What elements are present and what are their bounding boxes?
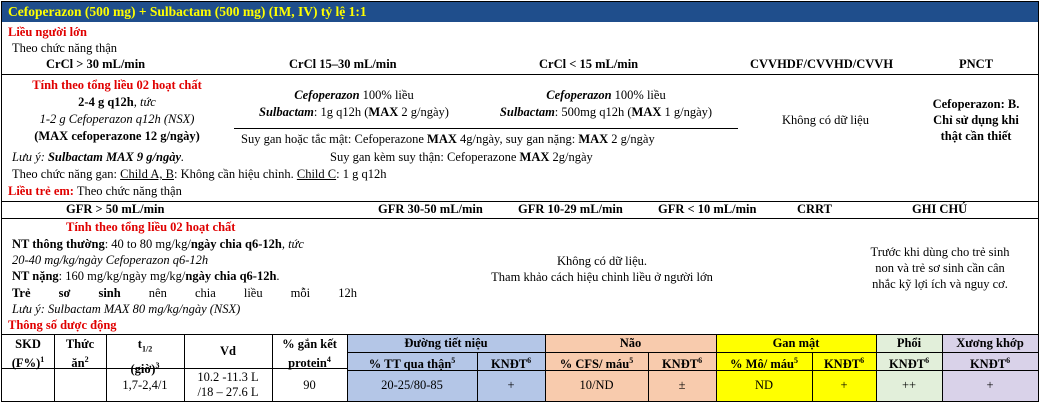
adult-dose: 2-4 g q12h xyxy=(78,95,134,109)
divider xyxy=(347,370,1038,371)
divider xyxy=(2,74,1038,75)
adult-cvvh-no-data: Không có dữ liệu xyxy=(782,113,869,127)
adult-col2: Cefoperazon 100% liều Sulbactam: 1g q12h… xyxy=(259,88,449,119)
pk-renal-kndt: + xyxy=(507,378,515,392)
divider xyxy=(234,128,738,129)
adult-cefoperazon-max: (MAX cefoperazone 12 g/ngày) xyxy=(34,129,200,143)
pk-csf-col: % CFS/ máu5 10/ND xyxy=(545,352,648,401)
pk-header-vd: Vd xyxy=(220,344,236,358)
adult-col1-dose-line: 2-4 g q12h, tức xyxy=(78,95,156,109)
adult-pregnancy: Cefoperazon: B. Chỉ sử dụng khi thật cần… xyxy=(932,97,1020,143)
divider xyxy=(716,334,717,401)
divider xyxy=(106,334,107,401)
adult-hepatic-line1: Suy gan hoặc tắc mật: Cefoperazone MAX 4… xyxy=(241,132,655,146)
pk-renal-kndt-col: KNĐT6 + xyxy=(477,352,545,401)
adult-cefoperazon-dose: 1-2 g Cefoperazon q12h (NSX) xyxy=(39,112,195,126)
child-col-header-3: GFR 10-29 mL/min xyxy=(518,202,623,216)
pk-group-bone: Xương khớp xyxy=(942,335,1038,352)
child-normal-cefoperazon: 20-40 mg/kg/ngày Cefoperazon q6-12h xyxy=(12,253,209,267)
child-newborn-dose: Trẻ sơ sinh nên chia liều mỗi 12h xyxy=(12,286,357,300)
adult-heading: Liều người lớn xyxy=(8,25,88,39)
divider xyxy=(2,334,1038,335)
adult-liver-function: Theo chức năng gan: Child A, B: Không cầ… xyxy=(12,167,387,181)
child-col-header-6: GHI CHÚ xyxy=(912,202,968,216)
divider xyxy=(942,334,943,401)
divider xyxy=(54,334,55,401)
pk-group-lung: Phổi xyxy=(876,335,942,352)
adult-col-header-1: CrCl > 30 mL/min xyxy=(46,57,146,71)
pk-tissue-kndt: + xyxy=(840,378,848,392)
pk-header-skd: SKD (F%)1 xyxy=(11,337,45,371)
child-heading-line: Liều trẻ em: Theo chức năng thận xyxy=(8,184,182,198)
adult-col1-heading: Tính theo tổng liều 02 hoạt chất xyxy=(32,78,202,92)
pk-group-brain: Não xyxy=(545,335,716,352)
pk-tissue-kndt-col: KNĐT6 + xyxy=(812,352,876,401)
pk-vd-value: 10.2 -11.3 L /18 – 27.6 L xyxy=(197,370,259,399)
adult-col-header-4: CVVHDF/CVVHD/CVVH xyxy=(750,57,894,71)
child-col-header-5: CRRT xyxy=(797,202,832,216)
divider xyxy=(812,352,813,401)
pk-protein-value: 90 xyxy=(303,378,316,392)
child-remark: Trước khi dùng cho trẻ sinh non và trẻ s… xyxy=(870,245,1010,291)
divider xyxy=(272,334,273,401)
child-severe-renal: NT nặng: 160 mg/kg/ngày mg/kg/ngày chia … xyxy=(12,269,280,283)
child-col-header-4: GFR < 10 mL/min xyxy=(658,202,757,216)
child-normal-renal: NT thông thường: 40 to 80 mg/kg/ngày chi… xyxy=(12,237,304,251)
pk-heading: Thông số dược động xyxy=(8,318,117,332)
child-col-header-1: GFR > 50 mL/min xyxy=(66,202,165,216)
pk-group-liver: Gan mật xyxy=(716,335,876,352)
child-no-data: Không có dữ liệu. Tham khảo cách hiệu ch… xyxy=(491,254,713,284)
divider xyxy=(2,218,1038,219)
adult-col-header-3: CrCl < 15 mL/min xyxy=(539,57,639,71)
child-sulbactam-note: Lưu ý: Sulbactam MAX 80 mg/kg/ngày (NSX) xyxy=(12,302,241,316)
divider xyxy=(545,334,546,401)
pk-bone-col: KNĐT6 + xyxy=(942,352,1038,401)
child-heading: Liều trẻ em: xyxy=(8,184,74,198)
drug-title: Cefoperazon (500 mg) + Sulbactam (500 mg… xyxy=(2,2,1038,22)
adult-col3: Cefoperazon 100% liều Sulbactam: 500mg q… xyxy=(499,88,713,119)
divider xyxy=(876,334,877,401)
pk-lung-kndt: ++ xyxy=(901,378,917,392)
pk-header-half-life: t1/2 (giờ)3 xyxy=(130,337,160,376)
adult-renal-intro: Theo chức năng thận xyxy=(12,41,117,55)
pk-csf-kndt: ± xyxy=(678,378,686,392)
divider xyxy=(184,334,185,401)
adult-col-header-5: PNCT xyxy=(959,57,994,71)
pk-header-food: Thức ăn2 xyxy=(65,337,95,371)
child-col-header-2: GFR 30-50 mL/min xyxy=(378,202,483,216)
pk-lung-col: KNĐT6 ++ xyxy=(876,352,942,401)
pk-header-protein: % gắn kết protein4 xyxy=(282,337,337,371)
pk-tissue-col: % Mô/ máu5 ND xyxy=(716,352,812,401)
pk-half-life-value: 1,7-2,4/1 xyxy=(122,378,168,392)
adult-sulbactam-note: Lưu ý: Sulbactam MAX 9 g/ngày. xyxy=(12,150,185,164)
pk-csf-kndt-col: KNĐT6 ± xyxy=(648,352,716,401)
adult-col1: Tính theo tổng liều 02 hoạt chất 2-4 g q… xyxy=(2,78,232,144)
divider xyxy=(648,352,649,401)
divider xyxy=(477,352,478,401)
pk-group-renal: Đường tiết niệu xyxy=(347,335,545,352)
child-col1-heading: Tính theo tổng liều 02 hoạt chất xyxy=(66,220,236,234)
pk-csf: 10/ND xyxy=(579,378,614,392)
divider xyxy=(347,334,348,401)
divider xyxy=(347,352,1038,353)
divider xyxy=(2,368,347,369)
divider xyxy=(2,201,1038,202)
pk-bone-kndt: + xyxy=(986,378,994,392)
pk-renal-pct-col: % TT qua thận5 20-25/80-85 xyxy=(347,352,477,401)
pk-tissue: ND xyxy=(754,378,774,392)
adult-col-header-2: CrCl 15–30 mL/min xyxy=(289,57,397,71)
pk-renal-pct: 20-25/80-85 xyxy=(381,378,443,392)
adult-hepatic-line2: Suy gan kèm suy thận: Cefoperazone MAX 2… xyxy=(330,150,593,164)
